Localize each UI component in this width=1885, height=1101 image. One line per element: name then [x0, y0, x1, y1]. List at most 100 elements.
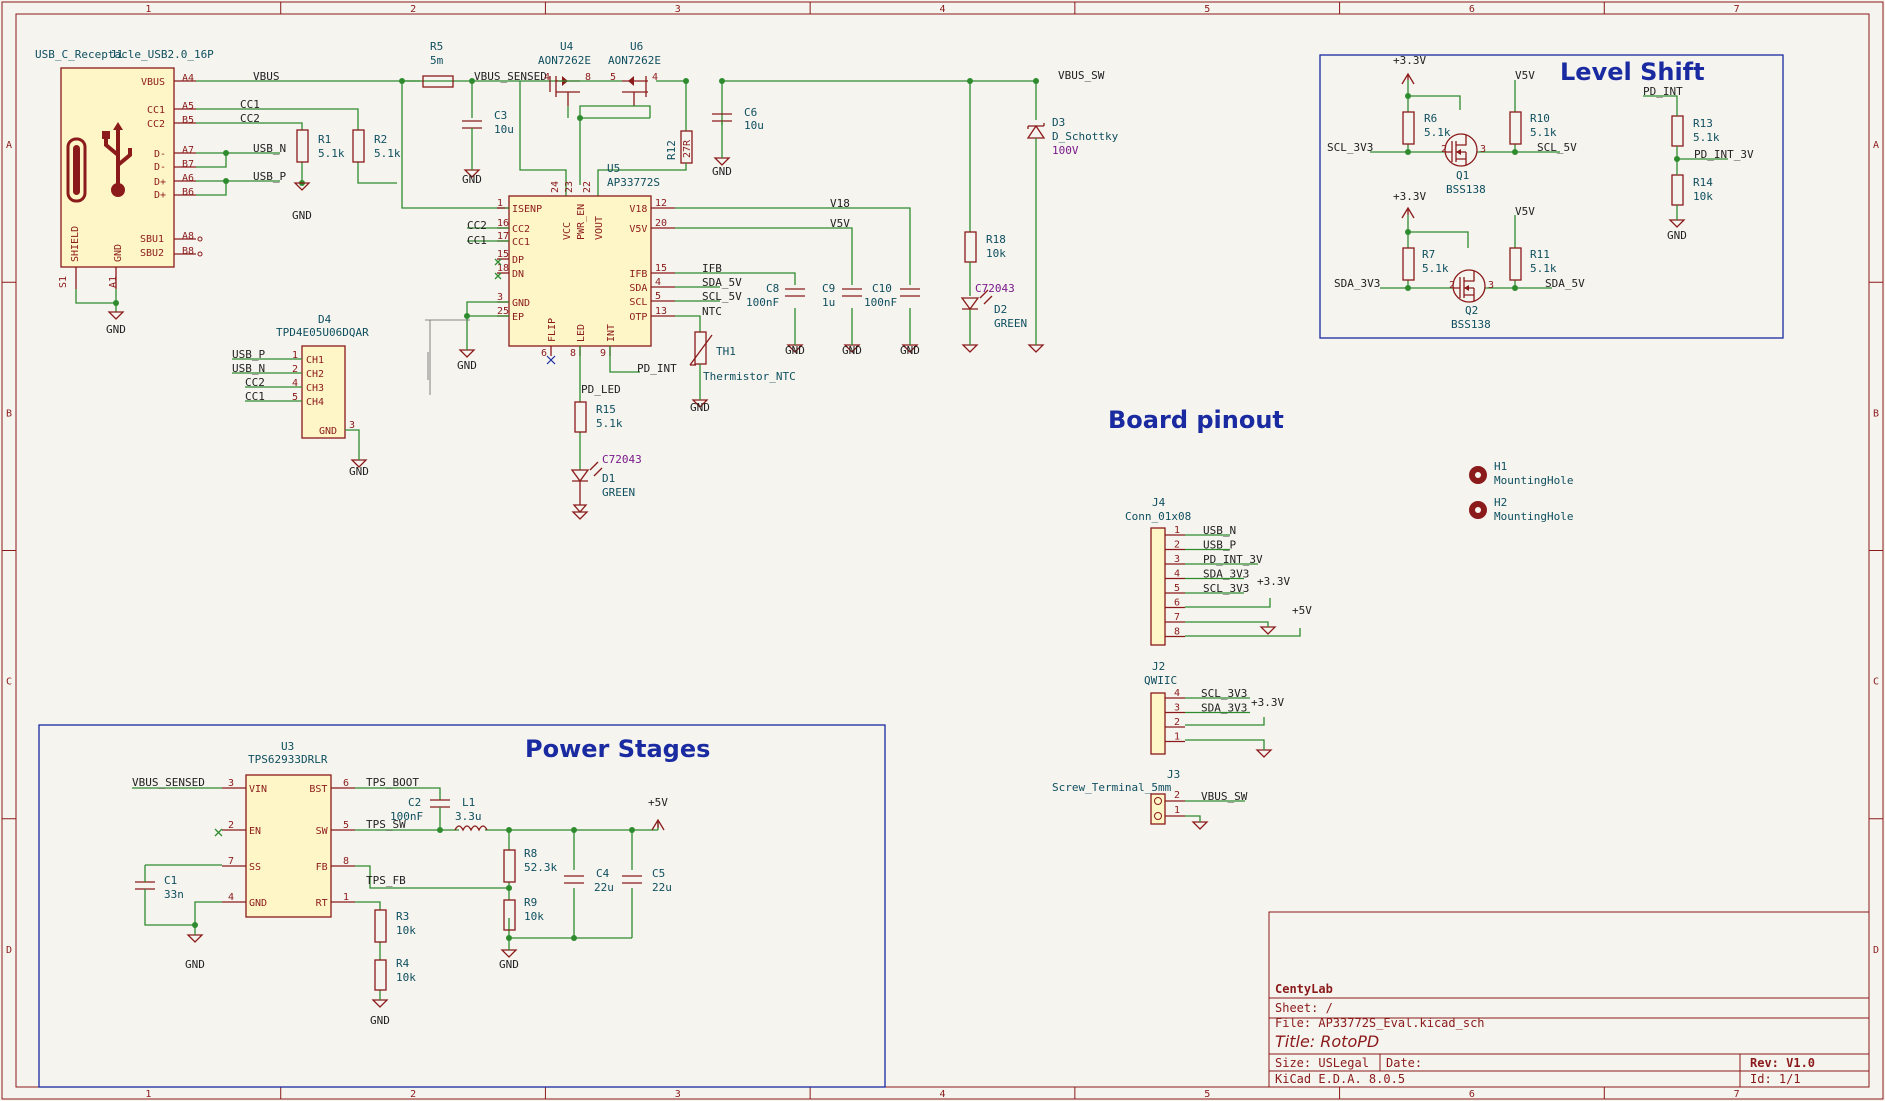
- u5-pin-dn: DN: [512, 269, 524, 280]
- j2-net-0: SCL_3V3: [1201, 687, 1247, 700]
- resistor-r3[interactable]: R3 10k: [374, 909, 416, 943]
- usb-c-connector-j1[interactable]: J1 USB_C_Receptacle_USB2.0_16P VBUS CC1 …: [35, 48, 214, 289]
- led-d2[interactable]: C72043 D2 GREEN: [960, 282, 1027, 330]
- resistor-r15[interactable]: R15 5.1k: [574, 401, 623, 433]
- j1-pn-s1: S1: [58, 276, 69, 288]
- r12-val: 27R: [682, 139, 693, 158]
- gnd-icon: [500, 949, 518, 958]
- capacitor-c9[interactable]: C9 1u: [822, 282, 862, 309]
- c4-val: 22u: [594, 881, 614, 894]
- buck-converter-u3[interactable]: U3 TPS62933DRLR VIN3EN2SS7GND4BST6SW5FB8…: [222, 740, 355, 918]
- esd-protector-d4[interactable]: D4 TPD4E05U06DQAR CH1 CH2 CH3 CH4 GND 1 …: [232, 313, 369, 460]
- c10-val: 100nF: [864, 296, 897, 309]
- resistor-r7[interactable]: R7 5.1k: [1402, 247, 1449, 281]
- tb-title: Title: RotoPD: [1275, 1032, 1379, 1051]
- capacitor-c5[interactable]: C5 22u: [622, 867, 672, 894]
- resistor-r1[interactable]: R1 5.1k: [296, 129, 345, 163]
- d3-val: D_Schottky: [1052, 130, 1119, 143]
- j1-pin-dp2: D+: [154, 190, 166, 201]
- resistor-r10[interactable]: R10 5.1k: [1509, 111, 1557, 145]
- mounting-hole-h1[interactable]: H1 MountingHole: [1469, 460, 1573, 487]
- resistor-r14[interactable]: R14 10k: [1671, 174, 1713, 206]
- resistor-r12[interactable]: R12 27R: [665, 130, 693, 164]
- border-col-top-7: 7: [1734, 4, 1740, 15]
- u3-pin-gnd: GND: [249, 898, 267, 909]
- border-col-bot-7: 7: [1734, 1089, 1740, 1100]
- power-stages-title: Power Stages: [525, 735, 710, 763]
- mosfet-q1[interactable]: 2 3 Q1 BSS138: [1441, 133, 1486, 196]
- border-row-left-D: D: [6, 945, 12, 956]
- net-ifb: IFB: [702, 262, 722, 275]
- j1-pin-dp1: D+: [154, 177, 166, 188]
- d4-pin-ch1: CH1: [306, 355, 324, 366]
- mosfet-u6[interactable]: U6 AON7262E 5 4: [608, 40, 661, 106]
- j4-pinnum: 6: [1174, 598, 1180, 609]
- resistor-r6[interactable]: R6 5.1k: [1402, 111, 1451, 145]
- q1-val: BSS138: [1446, 183, 1486, 196]
- capacitor-c1[interactable]: C1 33n: [135, 874, 184, 905]
- u5-pinnum: 6: [541, 348, 547, 359]
- pd-controller-u5[interactable]: U5 AP33772S ISENP1CC216CC117DP15DN18GND3…: [497, 162, 675, 359]
- screw-terminal-j3[interactable]: J3 Screw_Terminal_5mm 2 1 VBUS_SW: [1052, 768, 1248, 825]
- u5-pin-vout: VOUT: [594, 216, 605, 240]
- u5-right-wires: V18 V5V IFB SDA_5V SCL_5V NTC: [675, 197, 911, 345]
- mosfet-gate-wires: [558, 80, 651, 185]
- r3-ref: R3: [396, 910, 409, 923]
- u4-val: AON7262E: [538, 54, 591, 67]
- u5-pinnum: 18: [497, 263, 509, 274]
- resistor-r13[interactable]: R13 5.1k: [1671, 115, 1720, 147]
- c8-val: 100nF: [746, 296, 779, 309]
- capacitor-c2[interactable]: C2 100nF: [390, 796, 450, 823]
- j4-val: Conn_01x08: [1125, 510, 1191, 523]
- capacitor-c6[interactable]: C6 10u: [712, 106, 764, 158]
- capacitor-c8[interactable]: C8 100nF: [746, 282, 805, 309]
- r5-val: 5m: [430, 54, 444, 67]
- resistor-r8[interactable]: R8 52.3k: [503, 847, 557, 883]
- capacitor-c3[interactable]: C3 10u: [462, 109, 514, 170]
- resistor-r18[interactable]: R18 10k: [964, 231, 1006, 263]
- border-col-top-5: 5: [1204, 4, 1210, 15]
- r8-val: 52.3k: [524, 861, 557, 874]
- schottky-diode-d3[interactable]: D3 D_Schottky 100V: [1026, 116, 1119, 345]
- resistor-r5[interactable]: R5 5m: [422, 40, 454, 88]
- d1-val: GREEN: [602, 486, 635, 499]
- mosfet-u4[interactable]: U4 AON7262E 4 8: [538, 40, 591, 106]
- resistor-r4[interactable]: R4 10k: [374, 957, 416, 991]
- r15-val: 5.1k: [596, 417, 623, 430]
- u3-pinnum: 8: [343, 856, 349, 867]
- j2-val: QWIIC: [1144, 674, 1177, 687]
- resistor-r2[interactable]: R2 5.1k: [352, 129, 401, 163]
- j2-pinnum: 3: [1174, 703, 1180, 714]
- resistor-r11[interactable]: R11 5.1k: [1509, 247, 1557, 281]
- u5-top-wires: [519, 118, 687, 196]
- u5-pinnum: 20: [655, 218, 667, 229]
- u5-pin-ep: EP: [512, 312, 524, 323]
- j1-pin-shield: SHIELD: [70, 226, 81, 262]
- inductor-l1[interactable]: L1 3.3u: [454, 796, 488, 832]
- d4-pn-4: 4: [292, 378, 298, 389]
- capacitor-c4[interactable]: C4 22u: [564, 867, 614, 894]
- r6-val: 5.1k: [1424, 126, 1451, 139]
- u3-pin-vin: VIN: [249, 784, 267, 795]
- r5-ref: R5: [430, 40, 443, 53]
- gnd-icon: [107, 311, 125, 320]
- u3-pin-en: EN: [249, 826, 261, 837]
- mounting-hole-h2[interactable]: H2 MountingHole: [1469, 496, 1573, 523]
- u5-pinnum: 12: [655, 198, 667, 209]
- h2-val: MountingHole: [1494, 510, 1573, 523]
- led-d1[interactable]: C72043 D1 GREEN: [570, 453, 642, 513]
- thermistor-th1[interactable]: TH1 Thermistor_NTC: [689, 331, 796, 400]
- tb-company: CentyLab: [1275, 982, 1333, 996]
- j4-pinnum: 4: [1174, 569, 1180, 580]
- r15-ref: R15: [596, 403, 616, 416]
- mosfet-q2[interactable]: 2 3 Q2 BSS138: [1449, 269, 1494, 331]
- j1-wires: VBUS CC1 CC2 USB_N USB_P: [75, 70, 420, 312]
- u3-ref: U3: [281, 740, 294, 753]
- capacitor-c10[interactable]: C10 100nF: [864, 282, 920, 309]
- u5-pinnum: 15: [497, 249, 509, 260]
- u5-pinnum: 15: [655, 263, 667, 274]
- resistor-r9[interactable]: R9 10k: [503, 896, 544, 931]
- h1-val: MountingHole: [1494, 474, 1573, 487]
